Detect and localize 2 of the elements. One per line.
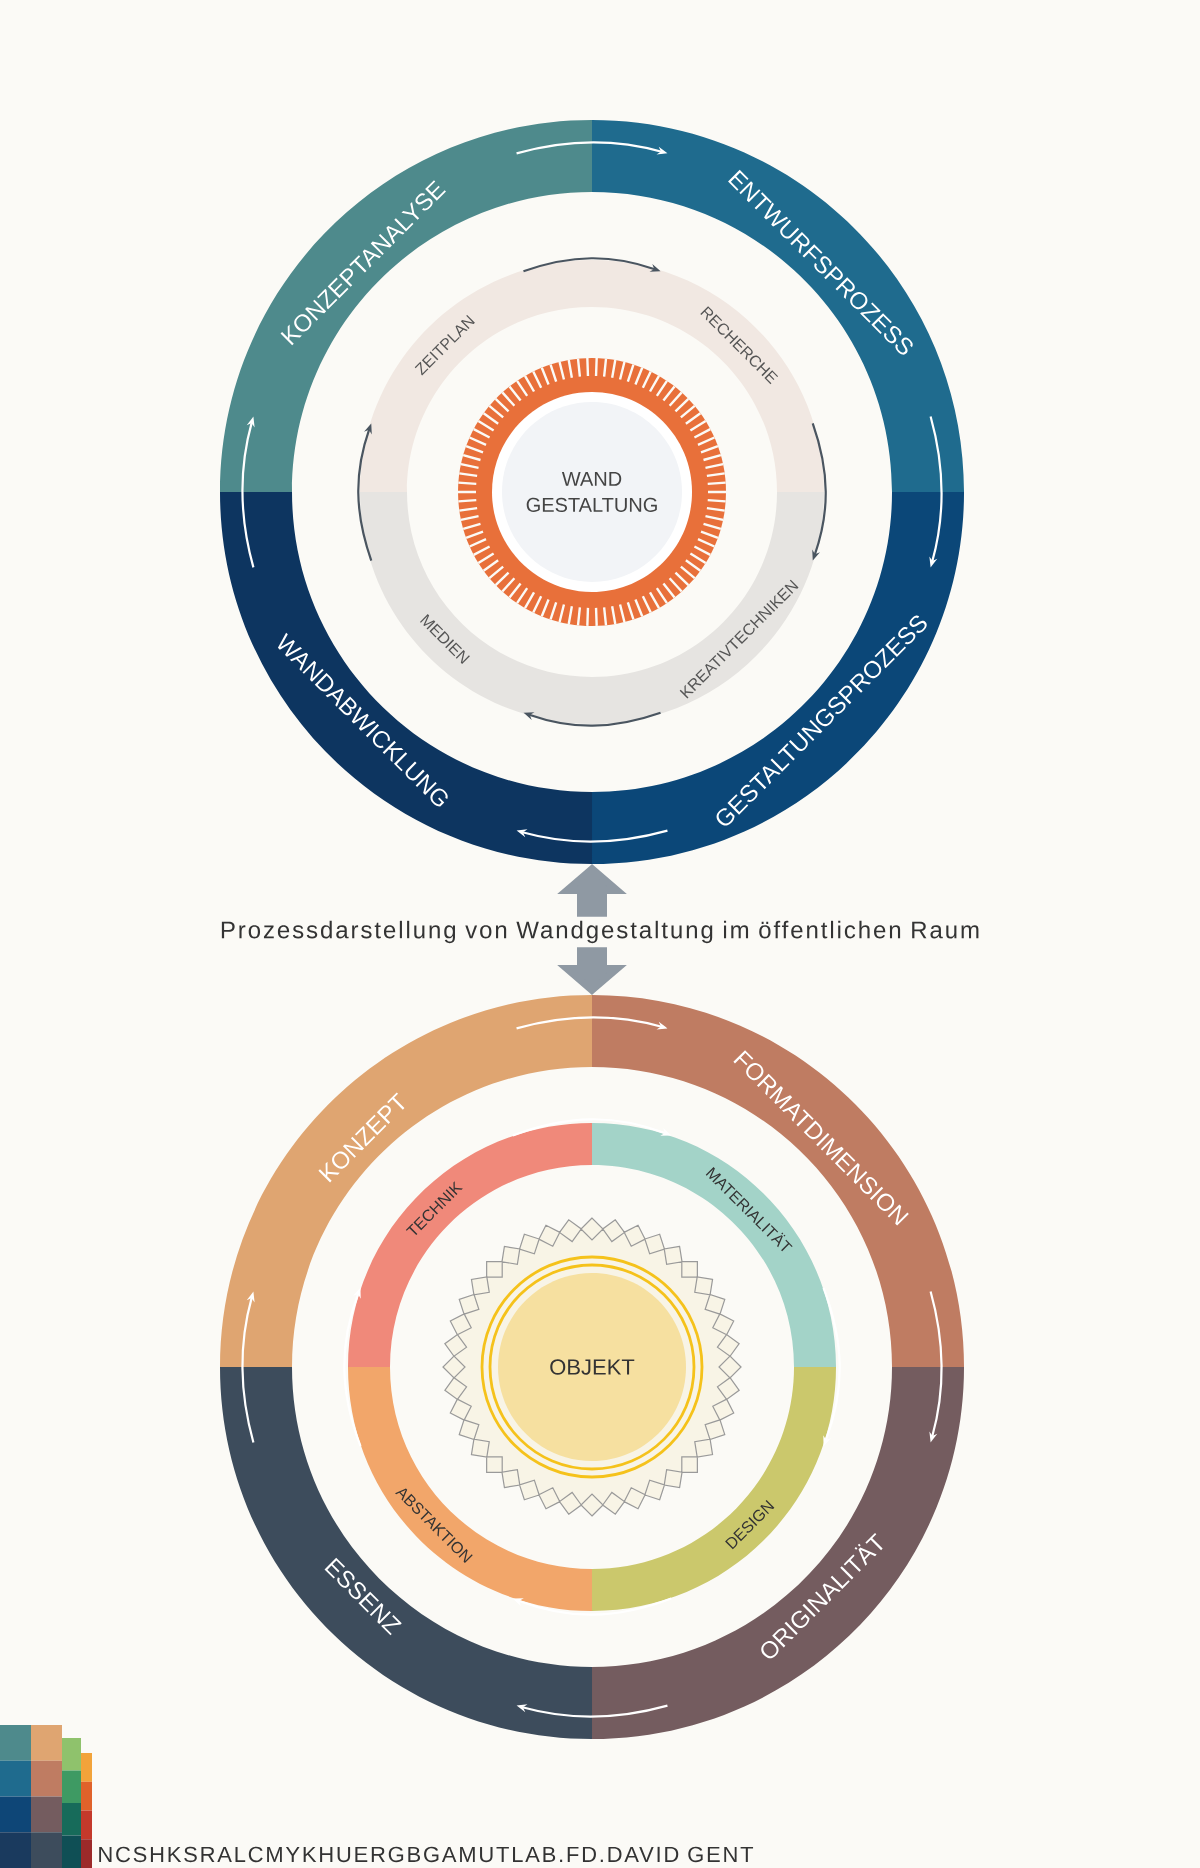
footer-text: NCSHKSRALCMYKHUERGBGAMUTLAB.FD.DAVID GENT — [99, 1846, 754, 1863]
title: Prozessdarstellung von Wandgestaltung im öffentlichen Raum — [215, 916, 985, 948]
